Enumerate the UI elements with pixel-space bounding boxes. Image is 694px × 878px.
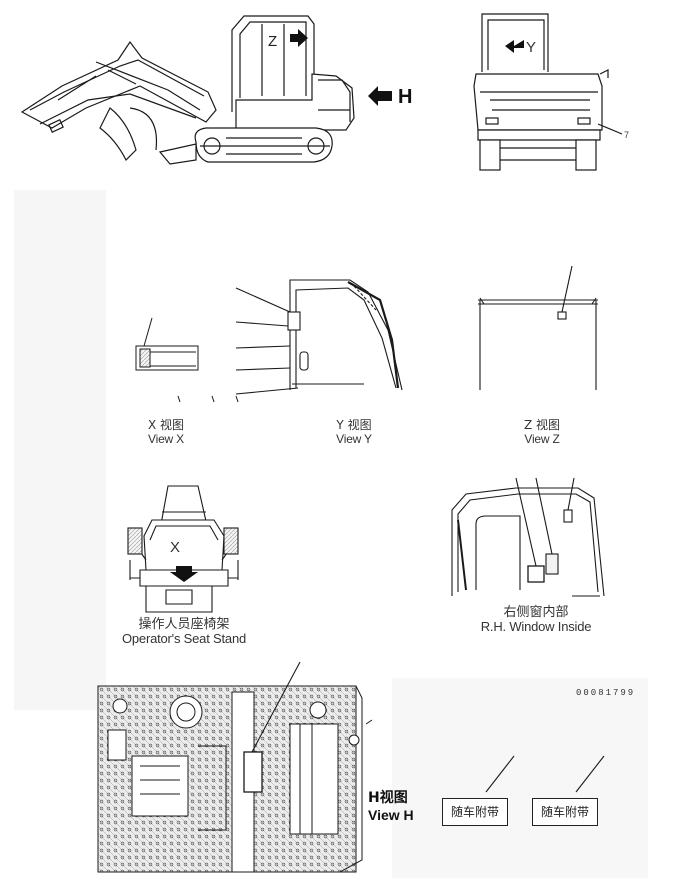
- arrow-left-small-icon: [505, 40, 524, 53]
- tag-leader-1: [485, 755, 515, 793]
- rh-window-drawing: [451, 477, 605, 597]
- x-marker-text: X: [170, 539, 180, 556]
- arrow-left-icon: [368, 86, 392, 106]
- view-h-cn: H视图: [368, 790, 408, 806]
- document-id: 00081799: [576, 688, 636, 698]
- accessory-tag-2: 随车附带: [532, 798, 598, 826]
- scan-shade-right: [392, 678, 648, 878]
- seat-stand-cn: 操作人员座椅架: [138, 617, 230, 632]
- view-h-caption: H视图 View H: [368, 790, 414, 824]
- view-h-drawing: [97, 661, 373, 873]
- excavator-side-view: [20, 15, 355, 165]
- view-x-caption: X 视图 View X: [126, 418, 206, 446]
- view-x-en: View X: [148, 432, 184, 446]
- view-z-drawing: [478, 265, 598, 390]
- view-z-caption: Z 视图 View Z: [502, 418, 582, 446]
- view-x-drawing: [135, 317, 239, 403]
- accessory-tag-1: 随车附带: [442, 798, 508, 826]
- rear-callout-number: 7: [624, 130, 630, 140]
- view-z-cn: Z 视图: [523, 418, 561, 432]
- arrow-right-icon: [290, 29, 308, 47]
- arrow-down-icon: [170, 566, 198, 582]
- rh-window-en: R.H. Window Inside: [480, 619, 592, 634]
- seat-stand-caption: 操作人员座椅架 Operator's Seat Stand: [104, 618, 264, 646]
- view-z-en: View Z: [524, 432, 560, 446]
- z-marker-text: Z: [268, 33, 277, 50]
- scan-shade-left: [14, 190, 106, 710]
- seat-stand-drawing: [127, 485, 239, 613]
- view-x-cn: X 视图: [147, 418, 185, 432]
- view-y-cn: Y 视图: [336, 418, 372, 432]
- view-h-en: View H: [368, 807, 414, 823]
- arrow-h-letter: H: [398, 86, 413, 108]
- excavator-rear-view: [473, 13, 623, 171]
- seat-stand-en: Operator's Seat Stand: [121, 631, 247, 646]
- view-y-caption: Y 视图 View Y: [314, 418, 394, 446]
- y-marker-text: Y: [526, 39, 536, 56]
- tag-leader-2: [575, 755, 605, 793]
- view-y-drawing: [235, 279, 403, 395]
- rh-window-cn: 右侧窗内部: [503, 605, 569, 620]
- rh-window-caption: 右侧窗内部 R.H. Window Inside: [456, 606, 616, 634]
- view-y-en: View Y: [336, 432, 372, 446]
